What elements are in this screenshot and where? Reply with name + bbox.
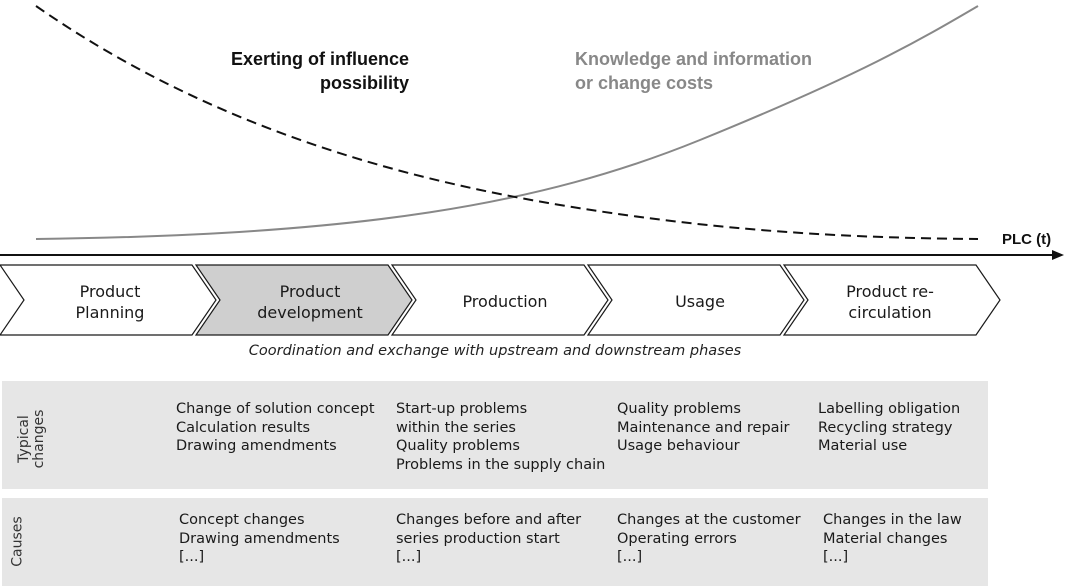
list-item: Usage behaviour <box>617 438 740 454</box>
plc-axis-label: PLC (t) <box>1002 231 1052 248</box>
phase-chevron-product-development <box>194 264 413 336</box>
knowledge-curve-label: Knowledge and information or change cost… <box>575 47 812 95</box>
phase-chevron-product-recirculation <box>782 264 1001 336</box>
list-item: Start-up problems <box>396 401 528 417</box>
causes-row-label: Causes <box>9 512 26 572</box>
list-item: Change of solution concept <box>176 401 375 417</box>
list-item: Quality problems <box>617 401 741 417</box>
causes-band <box>2 498 988 586</box>
phase-chevron-usage <box>586 264 805 336</box>
causes-recirculation: Changes in the law Material changes [...… <box>823 511 962 567</box>
list-item: Recycling strategy <box>818 419 953 436</box>
typical-changes-development: Change of solution concept Calculation r… <box>176 400 375 456</box>
list-item: within the series <box>396 419 516 436</box>
causes-usage: Changes at the customer Operating errors… <box>617 511 801 567</box>
phase-usage-label: Usage <box>625 291 775 312</box>
list-item: Operating errors <box>617 530 737 547</box>
phase-label-line: Planning <box>75 303 145 322</box>
list-item: Calculation results <box>176 419 311 436</box>
phase-label-line: Production <box>462 292 548 311</box>
influence-possibility-curve <box>35 5 979 240</box>
influence-label-line-2: possibility <box>319 73 409 93</box>
row-label-line: Causes <box>9 516 26 567</box>
list-item: Drawing amendments <box>179 530 340 547</box>
phase-product-recirculation-label: Product re- circulation <box>815 281 965 323</box>
phase-label-line: circulation <box>848 303 932 322</box>
causes-development: Concept changes Drawing amendments [...] <box>179 511 340 567</box>
list-item: Material use <box>818 438 908 454</box>
row-label-line: Typical <box>16 415 32 463</box>
knowledge-change-costs-curve <box>35 5 979 240</box>
list-item: Changes before and after <box>396 512 582 528</box>
phase-chevron-production <box>390 264 609 336</box>
list-item: [...] <box>396 549 422 565</box>
phase-label-line: Usage <box>675 292 725 311</box>
phase-chevron-product-planning <box>0 264 217 336</box>
coordination-text: Coordination and exchange with upstream … <box>248 343 742 359</box>
phase-label-line: Product <box>279 282 341 301</box>
list-item: Changes in the law <box>823 512 962 528</box>
typical-changes-recirculation: Labelling obligation Recycling strategy … <box>818 400 960 456</box>
list-item: [...] <box>823 549 849 565</box>
knowledge-label-line-1: Knowledge and information <box>575 49 812 69</box>
influence-curve-label: Exerting of influence possibility <box>231 47 409 95</box>
typical-changes-production: Start-up problems within the series Qual… <box>396 400 605 474</box>
typical-changes-row-label: Typical changes <box>16 399 47 479</box>
list-item: Material changes <box>823 530 948 547</box>
list-item: Changes at the customer <box>617 512 801 528</box>
phase-production-label: Production <box>430 291 580 312</box>
phase-label-line: development <box>257 303 363 322</box>
list-item: [...] <box>617 549 643 565</box>
phase-label-line: Product <box>79 282 141 301</box>
phase-label-line: Product re- <box>846 282 934 301</box>
list-item: Maintenance and repair <box>617 419 790 436</box>
list-item: series production start <box>396 530 560 547</box>
list-item: Quality problems <box>396 438 520 454</box>
typical-changes-band <box>2 381 988 489</box>
phase-product-development-label: Product development <box>230 281 390 323</box>
list-item: Drawing amendments <box>176 438 337 454</box>
list-item: Problems in the supply chain <box>396 456 606 473</box>
knowledge-label-line-2: or change costs <box>575 73 714 93</box>
plc-axis-arrowhead-icon <box>1052 250 1064 260</box>
phase-product-planning-label: Product Planning <box>35 281 185 323</box>
list-item: Labelling obligation <box>818 401 961 417</box>
list-item: Concept changes <box>179 512 305 528</box>
typical-changes-usage: Quality problems Maintenance and repair … <box>617 400 790 456</box>
row-label-line: changes <box>31 409 47 469</box>
influence-label-line-1: Exerting of influence <box>230 49 409 69</box>
list-item: [...] <box>179 549 205 565</box>
causes-production: Changes before and after series producti… <box>396 511 581 567</box>
